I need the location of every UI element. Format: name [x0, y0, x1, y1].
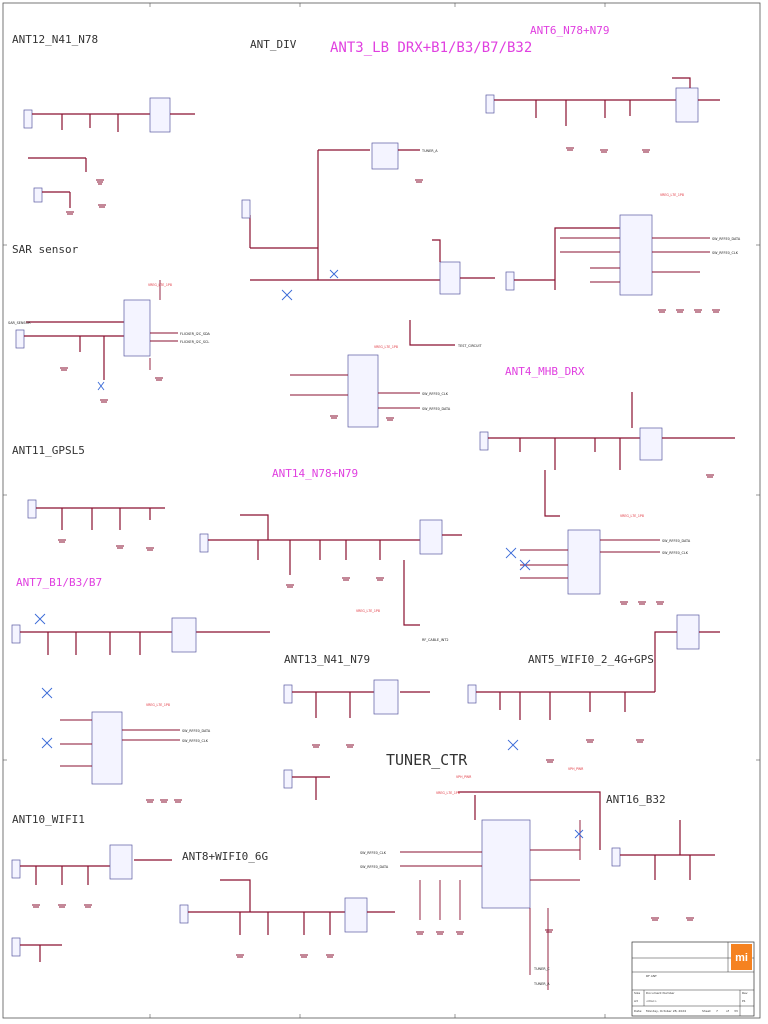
- ant8-circuit: [179, 879, 395, 958]
- pwr-vreg-3: VREG_L7E_1P8: [374, 345, 398, 349]
- section-ant3: ANT3_LB DRX+B1/B3/B7/B32: [330, 40, 532, 56]
- section-ant6: ANT6_N78+N79: [530, 24, 609, 37]
- sheet-name: RF ANT: [646, 974, 657, 978]
- section-ant13: ANT13_N41_N79: [284, 653, 370, 666]
- net-sw-rffe-data-3: SW_RFFE0_DATA: [662, 539, 691, 543]
- net-sw-rffe-data-4: SW_RFFE0_DATA: [182, 729, 211, 733]
- net-sar-sensor: SAR_SENSOR: [8, 321, 31, 325]
- ant11-circuit: [27, 499, 165, 551]
- ant3-circuit: [241, 142, 495, 428]
- pwr-vreg-4: VREG_L7E_1P8: [620, 514, 644, 518]
- section-ant14: ANT14_N78+N79: [272, 467, 358, 480]
- net-sw-rffe-clk-2: SW_RFFE0_CLK: [422, 392, 449, 396]
- ant10-switch: [109, 844, 133, 880]
- ant5-switch: [676, 614, 700, 650]
- net-sw-rffe-data-5: SW_RFFE0_DATA: [360, 865, 389, 869]
- tuner-ic: [481, 819, 531, 909]
- ant4-switch: [639, 427, 663, 461]
- of-value: 33: [734, 1009, 738, 1013]
- sheet-value: 7: [716, 1009, 718, 1013]
- net-sw-rffe-clk-1: SW_RFFE0_CLK: [712, 251, 739, 255]
- ant16-circuit: [611, 820, 715, 921]
- pwr-vreg-2: VREG_L7E_1P8: [660, 193, 684, 197]
- ant7-rffe-ic: [91, 711, 123, 785]
- net-tuner-c: TUNER_C: [533, 967, 550, 971]
- tuner-circuit: [400, 791, 601, 990]
- company-logo: [731, 944, 752, 970]
- net-test-circuit: TEST_CIRCUIT: [457, 344, 483, 348]
- net-tuner-a-2: TUNER_A: [533, 982, 550, 986]
- pwr-vph-2: VPH_PWR: [456, 775, 472, 779]
- date-label: Date:: [634, 1009, 642, 1013]
- rev-label: Rev: [742, 991, 748, 995]
- ant12-circuit: [23, 97, 195, 215]
- net-tuner-a: TUNER_A: [421, 149, 438, 153]
- net-flicker-scl: FLICKER_I2C_SCL: [180, 340, 209, 344]
- pwr-vreg-6: VREG_L7E_1P8: [146, 703, 170, 707]
- section-ant-div: ANT_DIV: [250, 38, 297, 51]
- ant3-rffe-ic: [347, 354, 379, 428]
- ant13-switch: [373, 679, 399, 715]
- section-ant4: ANT4_MHB_DRX: [505, 365, 585, 378]
- size-label: Size: [634, 991, 640, 995]
- section-ant16: ANT16_B32: [606, 793, 666, 806]
- ant6-circuit: [485, 77, 720, 153]
- ant7-switch: [171, 617, 197, 653]
- ant12-switch: [149, 97, 171, 133]
- ant4-circuit: [479, 392, 735, 605]
- ant3-rffe-right: [505, 214, 720, 313]
- ant8-switch: [344, 897, 368, 933]
- rffe-switch-ic: [619, 214, 653, 296]
- section-ant5: ANT5_WIFI0_2_4G+GPS: [528, 653, 654, 666]
- ant14-circuit: [199, 514, 462, 626]
- ant5-circuit: [467, 614, 720, 763]
- doc-value: <Doc>: [646, 999, 657, 1003]
- section-tuner: TUNER_CTR: [386, 751, 468, 769]
- title-block: mi RF ANT Size A3 Document Number <Doc> …: [631, 941, 755, 1017]
- pwr-vreg-1: VREG_L7E_1P8: [148, 283, 172, 287]
- sar-circuit: [15, 280, 178, 403]
- net-rf-cable: RF_CABLE_INT2: [422, 638, 449, 642]
- company-logo-text: mi: [735, 952, 748, 964]
- ant14-switch: [419, 519, 443, 555]
- pwr-vreg-5: VREG_L7E_1P8: [356, 609, 380, 613]
- doc-label: Document Number: [646, 991, 675, 995]
- net-flicker-sda: FLICKER_I2C_SDA: [180, 332, 211, 336]
- net-sw-rffe-data-2: SW_RFFE0_DATA: [422, 407, 451, 411]
- section-ant12: ANT12_N41_N78: [12, 33, 98, 46]
- ant3-tuner-ic: [371, 142, 399, 170]
- rev-value: P1: [742, 999, 746, 1003]
- ant10-circuit: [11, 844, 172, 962]
- size-value: A3: [634, 999, 638, 1003]
- frame-ticks: [3, 3, 760, 1018]
- net-sw-rffe-clk-4: SW_RFFE0_CLK: [182, 739, 209, 743]
- section-ant7: ANT7_B1/B3/B7: [16, 576, 102, 589]
- of-label: of: [726, 1009, 730, 1013]
- section-ant11: ANT11_GPSL5: [12, 444, 85, 457]
- date-value: Monday, October 28, 2024: [646, 1009, 686, 1013]
- ant13-circuit: [283, 679, 430, 800]
- ant3-switch: [439, 261, 461, 295]
- ant4-rffe-ic: [567, 529, 601, 595]
- net-sw-rffe-clk-3: SW_RFFE0_CLK: [662, 551, 689, 555]
- section-ant8: ANT8+WIFI0_6G: [182, 850, 268, 863]
- net-sw-rffe-data-1: SW_RFFE0_DATA: [712, 237, 741, 241]
- sheet-label: Sheet: [702, 1009, 711, 1013]
- net-sw-rffe-clk-5: SW_RFFE0_CLK: [360, 851, 387, 855]
- sar-ic: [123, 299, 151, 357]
- ant6-switch: [675, 87, 699, 123]
- section-ant10: ANT10_WIFI1: [12, 813, 85, 826]
- section-sar: SAR sensor: [12, 243, 79, 256]
- ant7-circuit: [11, 613, 270, 803]
- pwr-vph-1: VPH_PWR: [568, 767, 584, 771]
- ant12-connector: [23, 109, 33, 129]
- pwr-vreg-7: VREG_L7E_1P8: [436, 791, 460, 795]
